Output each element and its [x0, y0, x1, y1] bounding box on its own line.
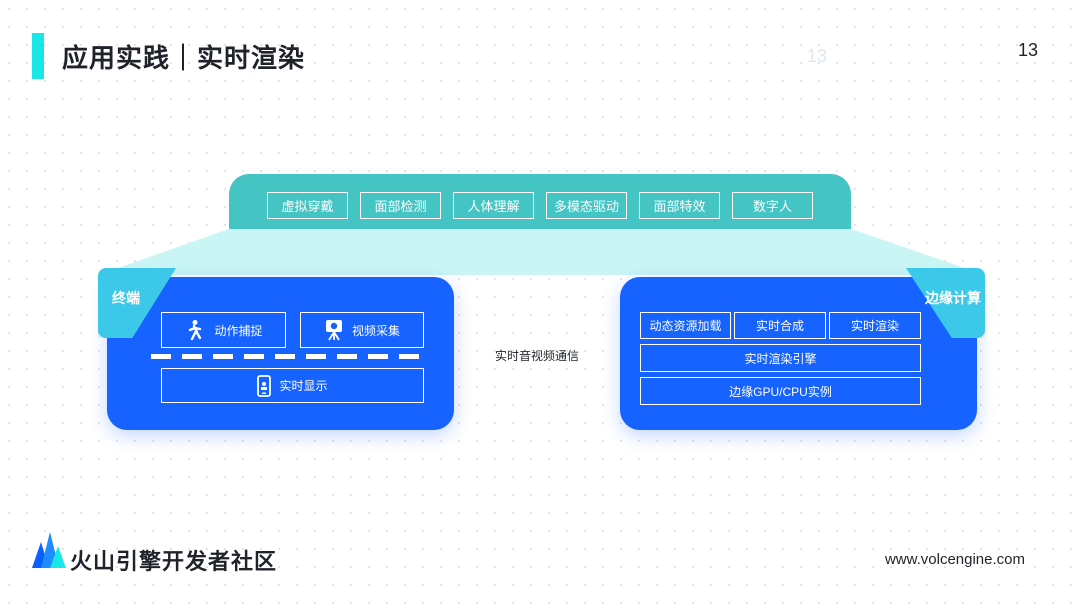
chip-face-effects: 面部特效 [639, 192, 720, 219]
camera-tripod-icon [324, 319, 344, 341]
chip-virtual-wear: 虚拟穿戴 [267, 192, 348, 219]
chip-multimodal-drive: 多模态驱动 [546, 192, 627, 219]
title-accent-bar [32, 33, 44, 79]
rtc-label: 实时音视频通信 [495, 349, 580, 363]
ghost-page-number: 13 [807, 46, 828, 66]
video-capture-box: 视频采集 [300, 312, 424, 348]
capability-bar [229, 174, 851, 229]
motion-capture-label: 动作捕捉 [214, 323, 263, 338]
dashed-divider [151, 354, 423, 359]
brand-name: 火山引擎开发者社区 [70, 549, 278, 574]
page-title: 应用实践｜实时渲染 [62, 43, 306, 73]
walking-person-icon [184, 319, 206, 341]
page-number: 13 [1017, 40, 1038, 60]
website-url: www.volcengine.com [884, 551, 1025, 568]
realtime-render-box: 实时渲染 [829, 312, 921, 339]
motion-capture-box: 动作捕捉 [161, 312, 286, 348]
chip-face-detect: 面部检测 [360, 192, 441, 219]
volcano-icon [32, 532, 66, 568]
video-capture-label: 视频采集 [351, 323, 400, 338]
dynamic-loading-box: 动态资源加载 [640, 312, 731, 339]
phone-icon [257, 374, 272, 397]
realtime-display-box: 实时显示 [161, 368, 424, 403]
chip-digital-human: 数字人 [732, 192, 813, 219]
volcengine-logo [32, 532, 66, 575]
terminal-label: 终端 [112, 290, 140, 306]
chip-body-understand: 人体理解 [453, 192, 534, 219]
terminal-panel [107, 277, 454, 430]
render-engine-box: 实时渲染引擎 [640, 344, 921, 372]
edge-label: 边缘计算 [925, 290, 981, 306]
gpu-instance-box: 边缘GPU/CPU实例 [640, 377, 921, 405]
realtime-compose-box: 实时合成 [734, 312, 826, 339]
realtime-display-label: 实时显示 [279, 379, 328, 393]
